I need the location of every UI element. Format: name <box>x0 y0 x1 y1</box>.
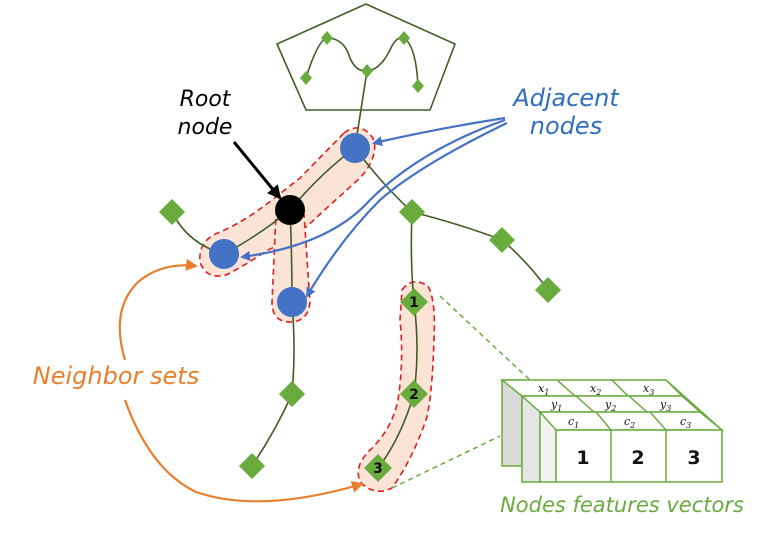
cube-front-label-3: 3 <box>687 447 700 469</box>
diamond-nodes <box>159 31 561 479</box>
cube-y-label-3: y3 <box>659 398 671 413</box>
diamond-node <box>399 199 425 225</box>
root-node-label-line2: node <box>178 115 233 140</box>
diamond-node <box>300 71 312 85</box>
neighbor-set-arrow <box>118 258 198 361</box>
adjacent-node-left <box>209 239 239 269</box>
diamond-node <box>321 31 333 45</box>
diamond-node <box>361 64 373 78</box>
diamond-node <box>279 381 305 407</box>
adjacent-node-bottom <box>277 287 307 317</box>
diamond-node <box>412 79 424 93</box>
path-node-1: 1 <box>400 288 428 316</box>
svg-text:2: 2 <box>409 387 419 403</box>
cube-y-label-2: y2 <box>604 398 616 413</box>
adjacent-arrow <box>372 116 506 147</box>
diamond-node <box>239 453 265 479</box>
cube-front-labels: 1 2 3 <box>576 447 700 469</box>
cube-front-label-1: 1 <box>576 447 589 469</box>
root-node-label-line1: Root <box>180 87 232 112</box>
root-node <box>275 195 305 225</box>
cube-c-label-3: c3 <box>680 415 691 430</box>
adjacent-arrows <box>240 116 508 298</box>
features-cube <box>499 379 725 483</box>
neighbor-set-arrows <box>118 258 364 503</box>
cube-c-labels: c1 c2 c3 <box>568 415 691 430</box>
diamond-node <box>535 277 561 303</box>
cube-x-label-3: x3 <box>643 382 654 397</box>
neighbor-set-arrow <box>123 399 364 503</box>
adjacent-node-top <box>340 133 370 163</box>
cube-x-label-1: x1 <box>538 382 549 397</box>
diamond-node <box>159 199 185 225</box>
cube-x-label-2: x2 <box>590 382 601 397</box>
adjacent-arrow <box>240 118 506 261</box>
diamond-node <box>489 227 515 253</box>
root-arrow <box>232 141 282 200</box>
pentagon-substructure <box>275 3 457 111</box>
path-node-3: 3 <box>364 454 392 482</box>
svg-text:1: 1 <box>409 295 419 311</box>
cube-connector-bottom <box>391 435 501 489</box>
svg-text:3: 3 <box>373 461 383 477</box>
cube-front-face <box>555 429 723 483</box>
pentagon-wave <box>305 36 419 87</box>
cube-c-label-2: c2 <box>624 415 635 430</box>
adjacent-arrow <box>305 122 508 298</box>
cube-y-label-1: y1 <box>550 398 562 413</box>
adjacent-nodes-label-line1: Adjacent <box>511 84 620 112</box>
diamond-node <box>398 31 410 45</box>
cube-connector-top <box>439 295 531 381</box>
neighbor-sets-label: Neighbor sets <box>33 362 199 390</box>
cube-front-label-2: 2 <box>631 447 644 469</box>
cube-x-labels: x1 x2 x3 <box>538 382 654 397</box>
adjacent-nodes-label-line2: nodes <box>530 112 602 140</box>
features-vectors-label: Nodes features vectors <box>500 493 744 517</box>
path-node-2: 2 <box>400 380 428 408</box>
neighbor-set-region-path <box>357 281 436 492</box>
cube-c-label-1: c1 <box>568 415 579 430</box>
cube-y-labels: y1 y2 y3 <box>550 398 671 413</box>
